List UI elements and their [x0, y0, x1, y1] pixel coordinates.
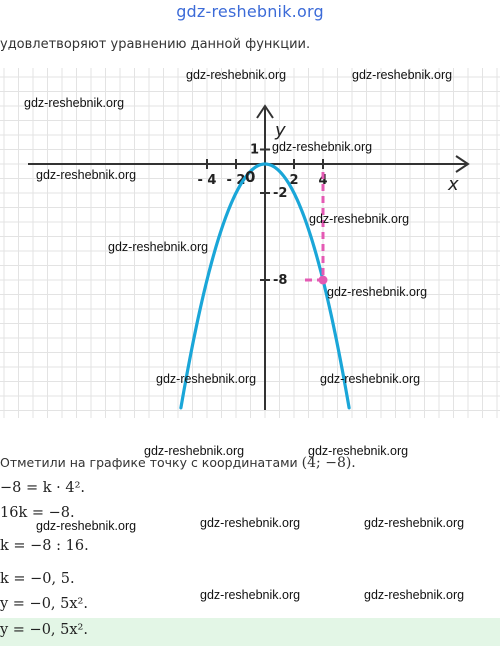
y-axis-arrow: [256, 104, 274, 119]
y-tick-label: -2: [273, 186, 287, 201]
solution-note: Отметили на графике точку с координатами…: [0, 455, 356, 471]
watermark: gdz-reshebnik.org: [108, 240, 209, 254]
site-watermark-top[interactable]: gdz-reshebnik.org: [176, 2, 324, 21]
final-answer: y = −0, 5x².: [0, 622, 88, 638]
origin-label: 0: [245, 168, 255, 186]
chart-highlight: [305, 172, 328, 285]
solution-line: k = −8 : 16.: [0, 538, 89, 554]
watermark: gdz-reshebnik.org: [186, 68, 287, 82]
highlight-point: [318, 275, 328, 285]
solution-line: 16k = −8.: [0, 505, 75, 521]
watermark: gdz-reshebnik.org: [364, 588, 465, 602]
x-axis-label: x: [447, 174, 459, 195]
watermark: gdz-reshebnik.org: [352, 68, 453, 82]
watermark: gdz-reshebnik.org: [156, 372, 257, 386]
solution-note-text: Отметили на графике точку с координатами: [0, 455, 298, 470]
watermark: gdz-reshebnik.org: [36, 168, 137, 182]
watermark: gdz-reshebnik.org: [200, 516, 301, 530]
x-tick-label: 2: [289, 173, 298, 188]
watermark: gdz-reshebnik.org: [309, 212, 410, 226]
watermark: gdz-reshebnik.org: [327, 285, 428, 299]
intro-text: удовлетворяют уравнению данной функции.: [0, 37, 311, 52]
parabola-curve: [179, 162, 351, 410]
watermark: gdz-reshebnik.org: [144, 444, 245, 458]
chart-grid: [0, 68, 500, 418]
watermark: gdz-reshebnik.org: [200, 588, 301, 602]
chart-curve: [179, 162, 351, 410]
y-tick-label: -8: [273, 273, 287, 288]
watermark: gdz-reshebnik.org: [308, 444, 409, 458]
watermark: gdz-reshebnik.org: [320, 372, 421, 386]
answer-band: [0, 618, 500, 646]
y-axis-label: y: [274, 120, 286, 141]
y-tick-label: 1: [250, 143, 259, 158]
solution-line: k = −0, 5.: [0, 571, 75, 587]
solution-line: −8 = k · 4².: [0, 480, 86, 496]
watermark: gdz-reshebnik.org: [364, 516, 465, 530]
chart-axes: [28, 104, 470, 410]
solution-line: y = −0, 5x².: [0, 596, 88, 612]
x-axis-arrow: [455, 155, 470, 173]
watermark: gdz-reshebnik.org: [24, 96, 125, 110]
x-tick-label: - 4: [198, 173, 217, 188]
solution-note-point: (4; −8).: [301, 455, 356, 471]
watermark: gdz-reshebnik.org: [36, 519, 137, 533]
watermark: gdz-reshebnik.org: [272, 140, 373, 154]
x-tick-label: 4: [318, 173, 327, 188]
